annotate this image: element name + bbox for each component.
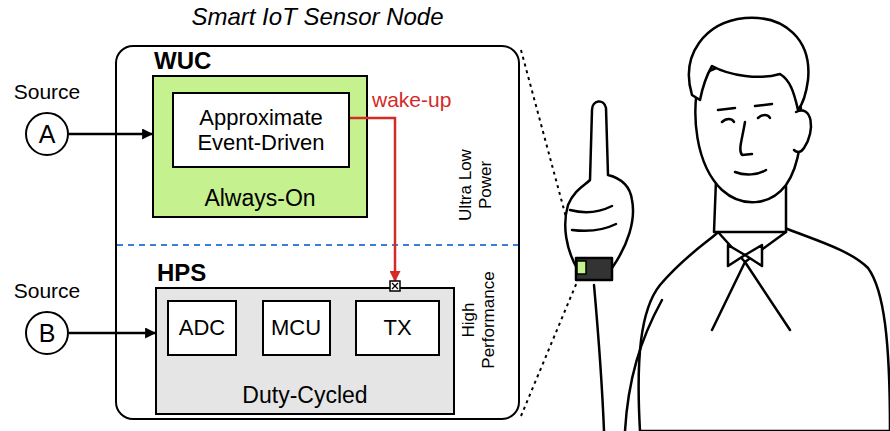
adc-box: ADC — [167, 300, 237, 356]
switch-cross — [392, 283, 398, 289]
source-circle: SourceA — [25, 112, 69, 156]
text-wrap: Approximate Event-Driven — [174, 94, 348, 166]
wake-up-controller: WUCAlways-OnApproximate Event-Driven — [152, 75, 368, 218]
text-wrap: Always-On — [154, 185, 366, 212]
text-wrap: TX — [357, 302, 438, 354]
source-label: Source — [14, 279, 81, 302]
switch-symbol — [390, 281, 400, 291]
text-wrap: Smart IoT Sensor Node — [97, 3, 538, 31]
text-wrap: Duty-Cycled — [157, 382, 453, 409]
text-wrap: Ultra Low Power — [454, 138, 496, 233]
domain-label: Ultra Low Power — [455, 138, 496, 233]
block-heading: HPS — [157, 259, 206, 286]
box-label: MCU — [271, 315, 321, 340]
event-detector-box: Approximate Event-Driven — [172, 92, 350, 168]
domain-label: High Performance — [458, 268, 499, 373]
man-figure — [565, 18, 890, 431]
source-label: Source — [14, 80, 81, 103]
text-wrap: wake-up — [372, 88, 451, 112]
text-wrap: A — [27, 114, 67, 154]
block-heading: WUC — [154, 47, 211, 74]
high-performance-subsystem: HPSDuty-CycledADCMCUTX — [155, 287, 455, 415]
connector-line — [69, 133, 152, 136]
edge-label: wake-up — [372, 88, 451, 111]
box-label: Always-On — [204, 185, 315, 211]
tx-box: TX — [355, 300, 440, 356]
input-arrow — [69, 134, 152, 135]
text-wrap: Source — [0, 279, 97, 303]
text-wrap: HPS — [157, 259, 206, 287]
box-label: ADC — [179, 315, 225, 340]
text-wrap: Source — [0, 80, 97, 104]
domain-divider — [117, 244, 518, 246]
text-wrap: ADC — [169, 302, 235, 354]
box-label: TX — [383, 315, 411, 340]
box-label: Approximate Event-Driven — [184, 105, 338, 156]
text-wrap: High Performance — [457, 268, 499, 373]
box-label: A — [39, 120, 56, 149]
source-circle: SourceB — [25, 311, 69, 355]
diagram-title: Smart IoT Sensor Node — [191, 3, 443, 30]
mcu-box: MCU — [262, 300, 331, 356]
text-wrap: WUC — [154, 47, 211, 75]
text-wrap: B — [27, 313, 67, 353]
box-label: B — [39, 319, 56, 348]
connector-line — [69, 332, 155, 335]
input-arrow — [69, 333, 155, 334]
box-label: Duty-Cycled — [242, 382, 367, 408]
text-wrap: MCU — [264, 302, 329, 354]
sensor-node-housing: Smart IoT Sensor NodeWUCAlways-OnApproxi… — [115, 45, 520, 420]
